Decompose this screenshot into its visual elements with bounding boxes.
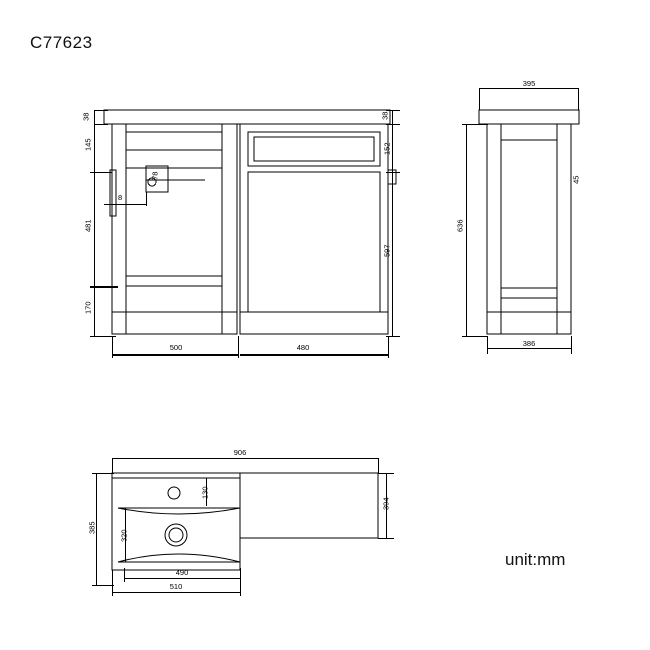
ext-line [386, 172, 400, 173]
dim-plan-bottom-1: 490 [175, 568, 189, 577]
page-title: C77623 [30, 33, 93, 52]
ext-line [462, 124, 488, 125]
ext-line [487, 336, 488, 354]
dim-side-top: 395 [522, 79, 536, 88]
ext-line [94, 124, 108, 125]
dim-line-side-bottom [487, 348, 571, 349]
ext-line [238, 336, 239, 358]
ext-line [206, 478, 207, 506]
dim-line-front-bottom-2 [240, 354, 388, 356]
ext-line [378, 458, 379, 474]
ext-line [90, 172, 112, 173]
dim-line-plan-right [386, 473, 387, 538]
dim-front-bottom-1: 500 [169, 343, 183, 352]
ext-line [386, 124, 400, 125]
unit-note: unit:mm [505, 550, 566, 569]
ext-line [112, 458, 113, 474]
dim-line-plan-left [96, 473, 97, 585]
ext-line [90, 336, 116, 337]
dim-front-detail-2: 8 [118, 193, 123, 202]
ext-line [90, 286, 118, 288]
ext-line [104, 204, 146, 205]
dim-line-plan-inner-2 [125, 508, 126, 562]
dim-line-front-left [94, 110, 95, 336]
dim-line-front-bottom-1 [112, 354, 238, 356]
dim-line-plan-bottom-1 [124, 578, 240, 579]
ext-line [462, 336, 488, 337]
dim-plan-inner-2: 320 [119, 529, 129, 543]
ext-line [386, 110, 400, 111]
ext-line [92, 473, 114, 474]
dim-plan-left: 385 [87, 521, 97, 535]
dim-line-side-top [479, 88, 579, 89]
ext-line [94, 110, 108, 111]
dim-front-bottom-2: 480 [296, 343, 310, 352]
dim-line-plan-bottom-2 [112, 592, 240, 593]
ext-line [112, 336, 113, 358]
ext-line [578, 88, 579, 110]
ext-line [240, 570, 241, 596]
dim-line-plan-top [112, 458, 378, 459]
ext-line [571, 336, 572, 354]
dim-side-bottom: 386 [522, 339, 536, 348]
ext-line [146, 192, 147, 206]
dim-line-front-right [392, 110, 393, 336]
ext-line [92, 585, 114, 586]
ext-line [124, 568, 125, 582]
dim-plan-right: 394 [381, 497, 391, 511]
ext-line [378, 473, 394, 474]
ext-line [386, 336, 400, 337]
dim-plan-inner-1: 130 [200, 486, 210, 500]
dim-line-side-left [466, 124, 467, 336]
ext-line [378, 538, 394, 539]
ext-line [112, 570, 113, 596]
ext-line [479, 88, 480, 110]
dim-plan-top: 906 [233, 448, 247, 457]
dim-plan-bottom-2: 510 [169, 582, 183, 591]
ext-line [388, 336, 389, 358]
